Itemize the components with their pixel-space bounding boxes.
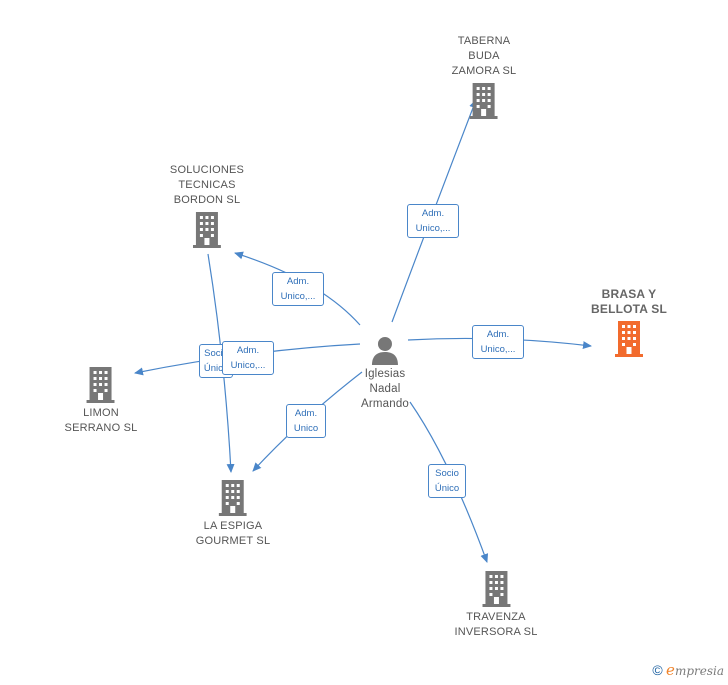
building-icon — [469, 83, 498, 119]
edge-label-espiga[interactable]: Adm. Unico — [286, 404, 326, 438]
building-icon — [192, 212, 221, 248]
edge-label-soluciones[interactable]: Adm. Unico,... — [272, 272, 324, 306]
brand-logo: © empresia — [652, 661, 724, 679]
company-name: TABERNA BUDA ZAMORA SL — [451, 35, 517, 77]
company-soluciones[interactable]: SOLUCIONES TECNICAS BORDON SL — [170, 163, 244, 248]
building-icon — [615, 321, 643, 357]
edge-label-brasa[interactable]: Adm. Unico,... — [472, 325, 524, 359]
brand-rest: mpresia — [674, 664, 724, 678]
company-name: TRAVENZA INVERSORA SL — [454, 611, 538, 638]
building-icon — [481, 571, 510, 607]
brand-e: e — [666, 661, 675, 679]
person-icon — [371, 337, 398, 365]
company-travenza[interactable]: TRAVENZA INVERSORA SL — [454, 571, 537, 640]
company-limon[interactable]: LIMON SERRANO SL — [65, 367, 138, 436]
company-name: LA ESPIGA GOURMET SL — [195, 520, 271, 547]
edge-label-limon[interactable]: Adm. Unico,... — [222, 341, 274, 375]
company-espiga[interactable]: LA ESPIGA GOURMET SL — [196, 480, 271, 549]
person-node[interactable]: Iglesias Nadal Armando — [361, 335, 409, 412]
company-brasa[interactable]: BRASA Y BELLOTA SL — [591, 287, 667, 357]
person-name: Iglesias Nadal Armando — [360, 368, 410, 410]
edge-label-travenza[interactable]: Socio Único — [428, 464, 466, 498]
company-taberna[interactable]: TABERNA BUDA ZAMORA SL — [452, 34, 517, 119]
copyright-icon: © — [652, 662, 663, 678]
company-name: LIMON SERRANO SL — [64, 407, 138, 434]
company-name: BRASA Y BELLOTA SL — [591, 287, 667, 316]
company-name: SOLUCIONES TECNICAS BORDON SL — [169, 164, 245, 206]
edge-label-taberna[interactable]: Adm. Unico,... — [407, 204, 459, 238]
building-icon — [219, 480, 247, 516]
building-icon — [86, 367, 115, 403]
